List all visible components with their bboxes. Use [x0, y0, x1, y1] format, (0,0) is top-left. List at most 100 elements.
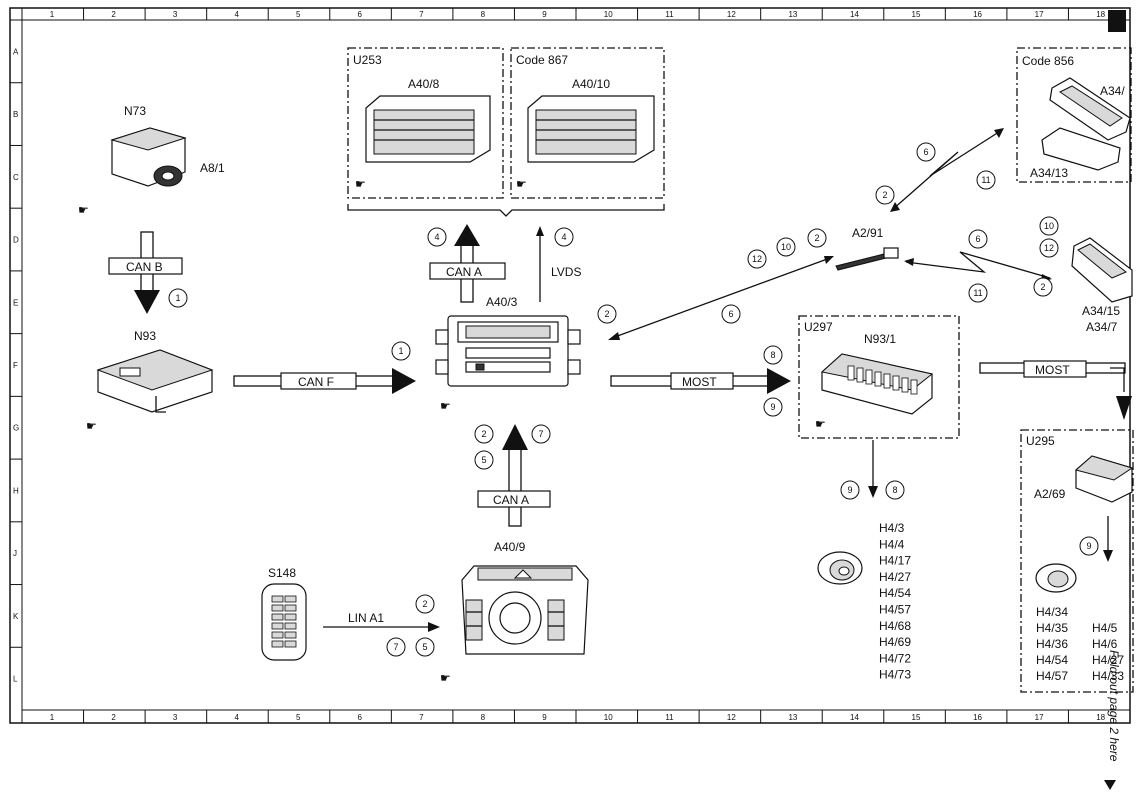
can-a-bottom-bus: CAN A — [477, 424, 551, 527]
keypad-key — [271, 604, 284, 612]
u253-group: U253 A40/8 ☛ — [347, 47, 504, 199]
marker-number: 12 — [1044, 243, 1054, 253]
row-letter: E — [13, 298, 18, 307]
marker-m4a: 4 — [427, 227, 447, 247]
column-number: 15 — [912, 10, 921, 19]
marker-m4b: 4 — [554, 227, 574, 247]
marker-number: 12 — [752, 254, 762, 264]
connector-pin — [865, 369, 873, 385]
label-u295: U295 — [1026, 434, 1055, 448]
label-a2-91: A2/91 — [852, 226, 884, 240]
keypad-key — [284, 613, 297, 621]
marker-m5b: 5 — [415, 637, 435, 657]
column-number: 6 — [358, 713, 363, 722]
column-number: 13 — [788, 713, 797, 722]
column-number: 1 — [50, 10, 55, 19]
reference-hand-icon: ☛ — [86, 419, 97, 433]
label-n93-1: N93/1 — [864, 332, 896, 346]
column-number: 4 — [234, 10, 239, 19]
column-number: 16 — [973, 10, 982, 19]
marker-m9c: 9 — [1079, 536, 1099, 556]
label-code-867: Code 867 — [516, 53, 568, 67]
footnote-text: Fold-out page 2 here — [1107, 650, 1121, 762]
label-a34-7: A34/7 — [1086, 320, 1118, 334]
connector-pin — [847, 365, 855, 381]
bus-label-most-mid: MOST — [682, 375, 717, 389]
keypad-key — [284, 595, 297, 603]
label-a34-15: A34/15 — [1082, 304, 1120, 318]
speaker-label: H4/69 — [879, 635, 911, 649]
label-code-856: Code 856 — [1022, 54, 1074, 68]
speaker-label: H4/36 — [1036, 637, 1068, 651]
label-n93: N93 — [134, 329, 156, 343]
marker-m10a: 10 — [776, 237, 796, 257]
column-number: 10 — [604, 10, 613, 19]
speaker-label: H4/54 — [879, 586, 911, 600]
marker-number: 2 — [882, 190, 887, 200]
column-number: 11 — [665, 713, 674, 722]
label-u297: U297 — [804, 320, 833, 334]
keypad-key — [271, 595, 284, 603]
column-number: 7 — [419, 10, 424, 19]
marker-number: 10 — [1044, 221, 1054, 231]
column-number: 17 — [1035, 713, 1044, 722]
marker-number: 9 — [1086, 541, 1091, 551]
marker-number: 11 — [973, 288, 982, 298]
label-n73: N73 — [124, 104, 146, 118]
column-number: 11 — [665, 10, 674, 19]
marker-m7a: 7 — [531, 424, 551, 444]
connector-pin — [874, 371, 882, 387]
marker-m1b: 1 — [391, 341, 411, 361]
connector-pin — [856, 367, 864, 383]
connector-pin — [883, 373, 891, 389]
can-b-bus: CAN B — [108, 231, 183, 314]
marker-m2c: 2 — [875, 185, 895, 205]
a40-3-head-unit: A40/3 ☛ — [435, 295, 581, 413]
marker-m12a: 12 — [747, 249, 767, 269]
speaker-label: H4/3 — [879, 521, 905, 535]
bus-label-can-f: CAN F — [298, 375, 334, 389]
reference-hand-icon: ☛ — [516, 177, 527, 191]
label-a34-partial: A34/ — [1100, 84, 1125, 98]
row-letter: J — [13, 549, 17, 558]
row-letter: A — [13, 47, 19, 56]
speaker-label: H4/6 — [1092, 637, 1118, 651]
column-number: 1 — [50, 713, 55, 722]
speaker-label: H4/17 — [879, 554, 911, 568]
speaker-label: H4/73 — [879, 668, 911, 682]
keypad-key — [271, 640, 284, 648]
bus-label-can-b: CAN B — [126, 260, 163, 274]
column-number: 14 — [850, 10, 859, 19]
column-number: 18 — [1096, 713, 1105, 722]
column-number: 2 — [111, 713, 116, 722]
marker-m2a: 2 — [597, 304, 617, 324]
row-letter: H — [13, 486, 19, 495]
bus-label-lvds: LVDS — [551, 265, 581, 279]
reference-hand-icon: ☛ — [355, 177, 366, 191]
s148-keypad — [271, 595, 297, 648]
column-number: 12 — [727, 713, 736, 722]
column-number: 9 — [542, 713, 547, 722]
speaker-label: H4/57 — [879, 603, 911, 617]
most-right-bus: MOST — [979, 360, 1132, 420]
marker-m12b: 12 — [1039, 238, 1059, 258]
a34-15-handset: A34/15 A34/7 — [1071, 237, 1133, 334]
row-letter: F — [13, 361, 18, 370]
marker-m6b: 6 — [916, 142, 936, 162]
u297-speaker-link — [868, 440, 878, 498]
speaker-label: H4/4 — [879, 537, 905, 551]
corner-marker-icon — [1108, 10, 1126, 32]
marker-m2d: 2 — [1033, 277, 1053, 297]
marker-number: 5 — [422, 642, 427, 652]
bus-label-most-right: MOST — [1035, 363, 1070, 377]
speaker-label: H4/27 — [1092, 653, 1124, 667]
marker-number: 4 — [434, 232, 439, 242]
bus-label-lin-a1: LIN A1 — [348, 611, 384, 625]
marker-number: 10 — [781, 242, 791, 252]
speaker-label: H4/35 — [1036, 621, 1068, 635]
connector-pin — [901, 377, 909, 393]
can-a-top-bus: CAN A — [429, 224, 506, 303]
